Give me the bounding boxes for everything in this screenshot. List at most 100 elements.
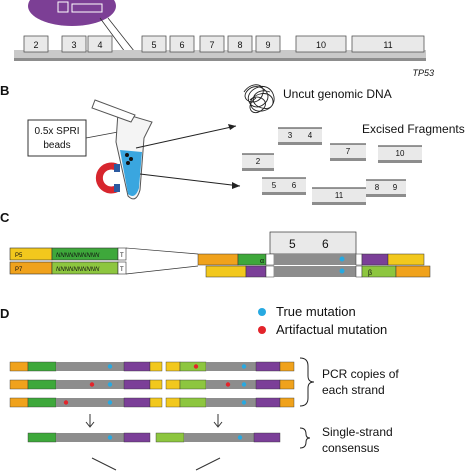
barcode-segment — [123, 397, 151, 408]
fragment-strand — [262, 192, 286, 195]
exon-box — [295, 35, 347, 53]
fragment-strand — [384, 194, 406, 197]
exon-label: 3 — [71, 40, 76, 50]
chromosome-track — [14, 50, 426, 61]
true-mutation-dot — [339, 268, 345, 274]
adapter-p7-label: P7 — [15, 267, 23, 273]
spri-label-line2: beads — [43, 140, 70, 151]
fragment-box — [312, 188, 366, 202]
panel-b: B 0.5x SPRI beads Uncut genomic — [0, 83, 465, 205]
exon-box — [227, 35, 253, 53]
insert-segment — [206, 362, 256, 371]
fragment-label: 10 — [396, 149, 405, 158]
barcode-segment — [179, 379, 207, 390]
exon-5-label: 5 — [289, 237, 296, 251]
legend-artifact-label: Artifactual mutation — [276, 322, 387, 337]
fragment-strand — [242, 168, 274, 171]
fragment-label: 5 — [272, 181, 277, 190]
exon-box — [351, 35, 425, 53]
exon-box — [199, 35, 225, 53]
pointer-line — [85, 131, 119, 139]
exon-box — [23, 35, 49, 53]
uncut-dna-tangle-icon — [243, 84, 275, 114]
fragment-box — [262, 178, 286, 192]
barcode-segment — [27, 361, 57, 372]
artifact-mutation-dot — [63, 400, 69, 405]
exon-label: 5 — [151, 40, 156, 50]
fragment-label: 8 — [375, 183, 380, 192]
true-mutation-dot — [241, 382, 247, 387]
pcr-copies — [9, 361, 295, 408]
exon-box — [141, 35, 167, 53]
exon-box — [61, 35, 87, 53]
arrowhead — [232, 182, 240, 189]
fragment-label: 11 — [335, 191, 344, 200]
arrow-to-excised — [139, 173, 241, 187]
exon-label: 2 — [33, 40, 38, 50]
magnet-icon — [95, 162, 120, 194]
fragment-label: 3 — [288, 131, 293, 140]
barcode-segment — [179, 397, 207, 408]
fragment-strand — [366, 194, 388, 197]
adapter-segment — [9, 379, 29, 390]
beta-label: β — [368, 270, 372, 277]
true-mutation-dot — [107, 400, 113, 405]
adapter-segment — [165, 379, 181, 390]
artifact-mutation-dot — [89, 382, 95, 387]
exon-box — [255, 35, 281, 53]
ssc-label-line2: consensus — [322, 441, 379, 455]
panel-d-letter: D — [0, 306, 9, 321]
fragment-strand — [330, 158, 366, 161]
adapter-segment — [279, 397, 295, 408]
adapter-detail: P5 P7 NNNNNNNNNN NNNNNNNNNN T T — [9, 247, 127, 275]
legend-true-dot — [258, 308, 266, 316]
exon-label: 10 — [316, 40, 326, 50]
connector-line — [107, 17, 139, 57]
adapter-segment — [149, 361, 163, 372]
spri-beads-box: 0.5x SPRI beads — [27, 119, 87, 157]
exon-box — [87, 35, 113, 53]
adapter-p5-label: P5 — [15, 253, 23, 259]
tail-bottom: T — [120, 267, 124, 273]
fragment-box — [298, 128, 322, 142]
legend-artifact-dot — [258, 326, 266, 334]
fragment-strand — [282, 192, 306, 195]
exon-label: 11 — [383, 40, 392, 50]
fragment-box — [242, 154, 274, 168]
adapter-segment — [279, 361, 295, 372]
fragment-strand — [278, 142, 302, 145]
panel-c: C P5 P7 NNNNNNNNNN NNNNNNNNNN T T 5 6 — [0, 210, 431, 278]
ssc-right — [155, 432, 281, 443]
alpha-label: α — [260, 258, 264, 265]
exon-label: 9 — [265, 40, 270, 50]
barcode-segment — [179, 361, 207, 372]
down-arrow-left — [85, 414, 95, 428]
adapter-segment — [279, 379, 295, 390]
arrowhead — [228, 124, 236, 130]
fragment-strand — [298, 142, 322, 145]
excised-fragments-label: Excised Fragments — [362, 122, 465, 136]
pcr-label-line1: PCR copies of — [322, 367, 399, 381]
insert-segment — [56, 362, 124, 371]
pcr-brace — [299, 357, 315, 407]
adapter-segment — [149, 379, 163, 390]
fragment-box — [330, 144, 366, 158]
exon-label: 6 — [179, 40, 184, 50]
exon-6-label: 6 — [322, 237, 329, 251]
adapter-segment — [165, 397, 181, 408]
tail-top: T — [120, 253, 124, 259]
barcode-segment — [27, 397, 57, 408]
barcode-segment — [255, 379, 281, 390]
artifact-mutation-dot — [225, 382, 231, 387]
ssc-left — [27, 432, 151, 443]
panel-c-letter: C — [0, 210, 10, 225]
down-arrow-right — [213, 414, 223, 428]
zoom-line — [125, 247, 199, 255]
barcode-segment — [255, 397, 281, 408]
fragment-label: 6 — [292, 181, 297, 190]
insert-segment — [206, 398, 256, 407]
spri-label-line1: 0.5x SPRI — [34, 126, 79, 137]
fragment-box — [378, 146, 422, 160]
